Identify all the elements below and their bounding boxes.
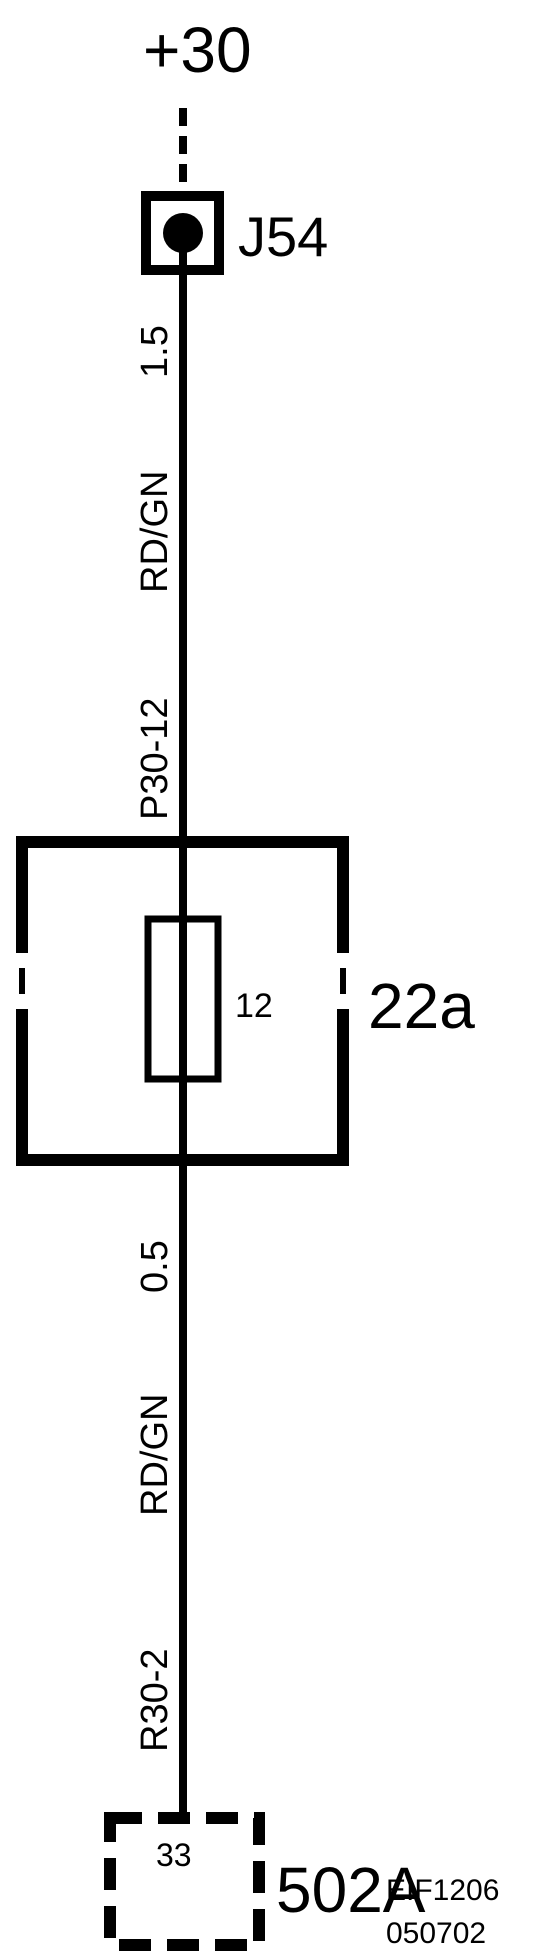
- connector-502a-box: [104, 1812, 265, 1951]
- wire-lower-circuit: R30-2: [134, 1649, 176, 1753]
- connector-502a-label: 502A: [276, 1854, 426, 1926]
- wire-lower-size: 0.5: [134, 1240, 176, 1293]
- wire-upper-circuit: P30-12: [134, 697, 176, 820]
- supply-label: +30: [143, 14, 252, 86]
- fuse-number: 12: [235, 987, 273, 1025]
- wire-lower-color: RD/GN: [134, 1394, 176, 1516]
- fuse-box-label: 22a: [368, 970, 475, 1042]
- connector-j54-label: J54: [238, 205, 328, 268]
- wire-upper-color: RD/GN: [134, 471, 176, 593]
- drawing-code-line1: EIF1206: [386, 1874, 499, 1907]
- fuse-box-outline: [16, 836, 349, 1166]
- connector-502a-pin: 33: [156, 1837, 192, 1873]
- wire-upper-size: 1.5: [134, 325, 176, 378]
- drawing-code-line2: 050702: [386, 1917, 486, 1950]
